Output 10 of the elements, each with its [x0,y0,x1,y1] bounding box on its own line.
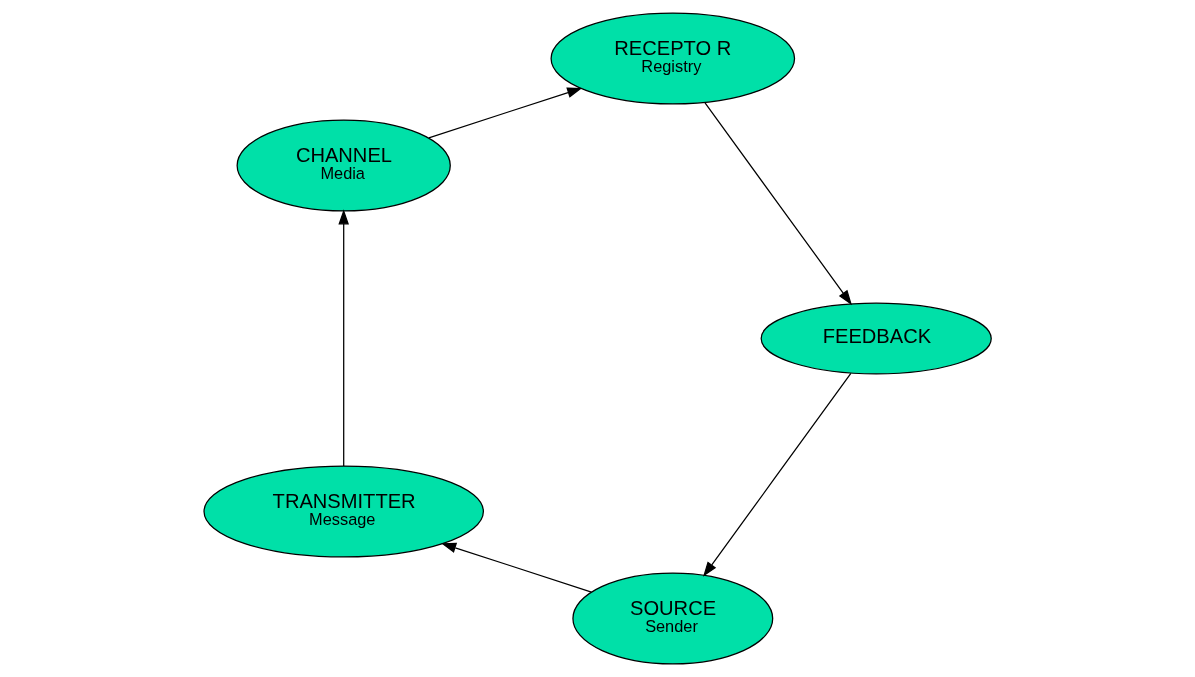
arrow [703,372,852,577]
node-ellipse: TRANSMITTER Message [203,465,484,558]
node-ellipse: SOURCE Sender [572,572,774,665]
arrow [704,102,852,306]
node-ellipse: FEEDBACK [760,302,992,375]
arrow [338,209,349,467]
node-ellipse: RECEPTO R Registry [550,12,796,105]
node-ellipse: CHANNEL Media [236,119,451,212]
arrow [428,87,583,139]
arrow [441,542,593,593]
